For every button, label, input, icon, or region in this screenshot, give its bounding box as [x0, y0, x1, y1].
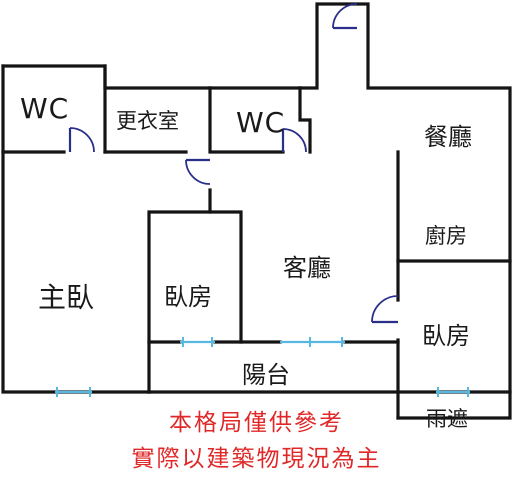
door-entrance — [332, 3, 358, 30]
disclaimer-line-1: 本格局僅供參考 — [169, 410, 344, 436]
label-wc-second: WC — [236, 106, 285, 139]
label-bedroom-right: 臥房 — [422, 322, 470, 350]
door-dressing — [185, 158, 211, 185]
label-kitchen: 廚房 — [425, 224, 467, 248]
door-wc-second — [281, 128, 307, 153]
window-bedroom-right — [436, 387, 470, 397]
window-living-balcony — [280, 337, 345, 347]
outer-wall-west — [1, 64, 151, 394]
bedroom-middle-wall — [147, 210, 243, 394]
label-bedroom-middle: 臥房 — [164, 283, 212, 311]
outer-wall-north-center — [298, 2, 512, 420]
label-dining: 餐廳 — [424, 123, 472, 151]
window-bedroom-middle — [180, 337, 215, 347]
door-bedroom-right — [371, 295, 399, 324]
window-master-south — [55, 387, 92, 397]
label-balcony: 陽台 — [242, 361, 290, 389]
wc-second-east-wall — [298, 86, 312, 154]
label-dressing: 更衣室 — [116, 109, 179, 133]
label-canopy: 雨遮 — [426, 407, 468, 431]
label-master-bedroom: 主臥 — [38, 281, 94, 314]
wc-second-wall — [208, 86, 285, 154]
disclaimer-line-2: 實際以建築物現況為主 — [131, 446, 382, 472]
label-living-room: 客廳 — [283, 254, 331, 282]
door-wc-master — [68, 127, 95, 153]
label-wc-master: WC — [20, 92, 69, 125]
